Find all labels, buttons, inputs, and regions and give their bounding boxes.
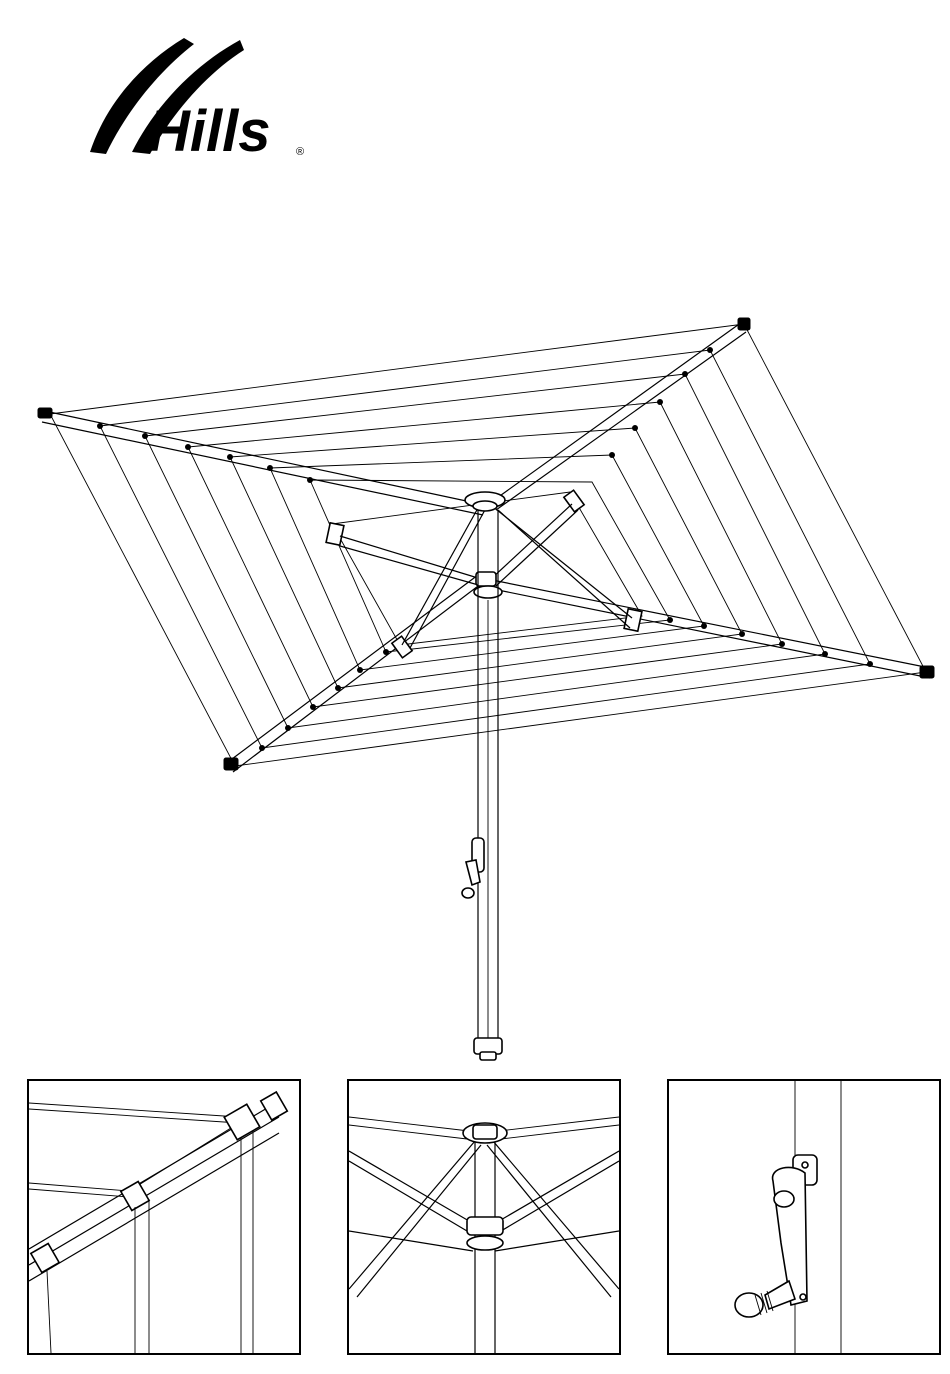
hills-logo-mark: Hills ®: [86, 34, 326, 164]
arm-end-caps: [38, 318, 934, 770]
rotary-clothesline-illustration: [30, 310, 940, 1070]
arm-end-cap-detail-panel: [27, 1079, 301, 1355]
winder-handle-detail-panel: [667, 1079, 941, 1355]
arm-end-cap-detail-drawing: [29, 1081, 299, 1353]
winder-handle-detail-drawing: [669, 1081, 939, 1353]
hub-and-stay-detail-drawing: [349, 1081, 619, 1353]
winder-handle: [462, 838, 484, 898]
hills-logo: Hills ®: [86, 34, 326, 164]
line-clips: [97, 347, 873, 751]
arms: [40, 322, 930, 772]
registered-mark: ®: [296, 146, 304, 158]
brand-name: Hills: [148, 99, 271, 164]
hub-and-stay-detail-panel: [347, 1079, 621, 1355]
rotary-clothesline-drawing: [30, 310, 940, 1070]
